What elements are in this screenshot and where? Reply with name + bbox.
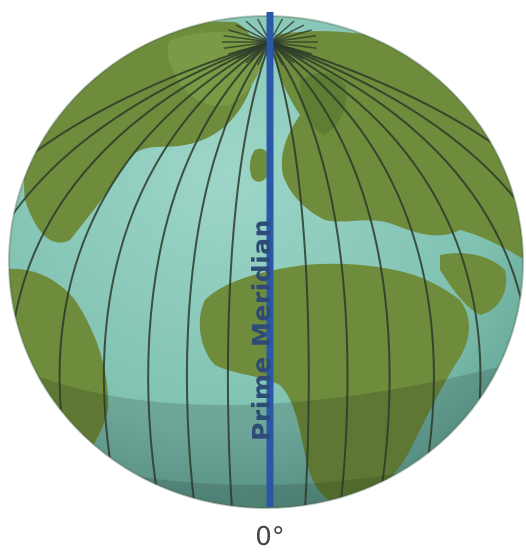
meridian-line: [269, 41, 523, 508]
pole-ray-line: [223, 35, 271, 43]
meridian-line: [226, 41, 271, 508]
meridian-line: [269, 41, 349, 508]
pole-ray-line: [269, 41, 317, 49]
meridian-line: [185, 41, 271, 508]
meridian-line: [269, 41, 391, 508]
pole-ray-line: [269, 41, 295, 64]
pole-ray-line: [269, 20, 295, 43]
meridian-line: [269, 41, 523, 508]
prime-meridian-label: Prime Meridian: [247, 219, 276, 441]
arabia-landmass: [440, 253, 507, 315]
globe-rim-shadow: [9, 440, 523, 508]
pole-ray-line: [235, 24, 271, 43]
meridian-line: [147, 41, 271, 508]
pole-ray-line: [228, 29, 271, 43]
longitude-zero-label: 0°: [255, 522, 285, 552]
pole-ray-line: [245, 20, 271, 43]
pole-ray-line: [223, 41, 271, 49]
globe-outline: [8, 15, 524, 509]
pole-ray-line: [269, 35, 317, 43]
pole-ray-line: [245, 41, 271, 64]
british-isles-landmass: [249, 148, 271, 182]
meridian-line: [269, 41, 310, 508]
meridian-line: [9, 41, 271, 508]
pole-ray-line: [269, 41, 312, 55]
pole-ray-line: [269, 24, 305, 43]
meridian-line: [9, 41, 271, 508]
madagascar-landmass: [464, 418, 480, 449]
pole-ray-line: [269, 41, 305, 60]
pole-ray-line: [235, 41, 271, 60]
pole-ray-line: [228, 41, 271, 55]
pole-ray-line: [269, 29, 312, 43]
